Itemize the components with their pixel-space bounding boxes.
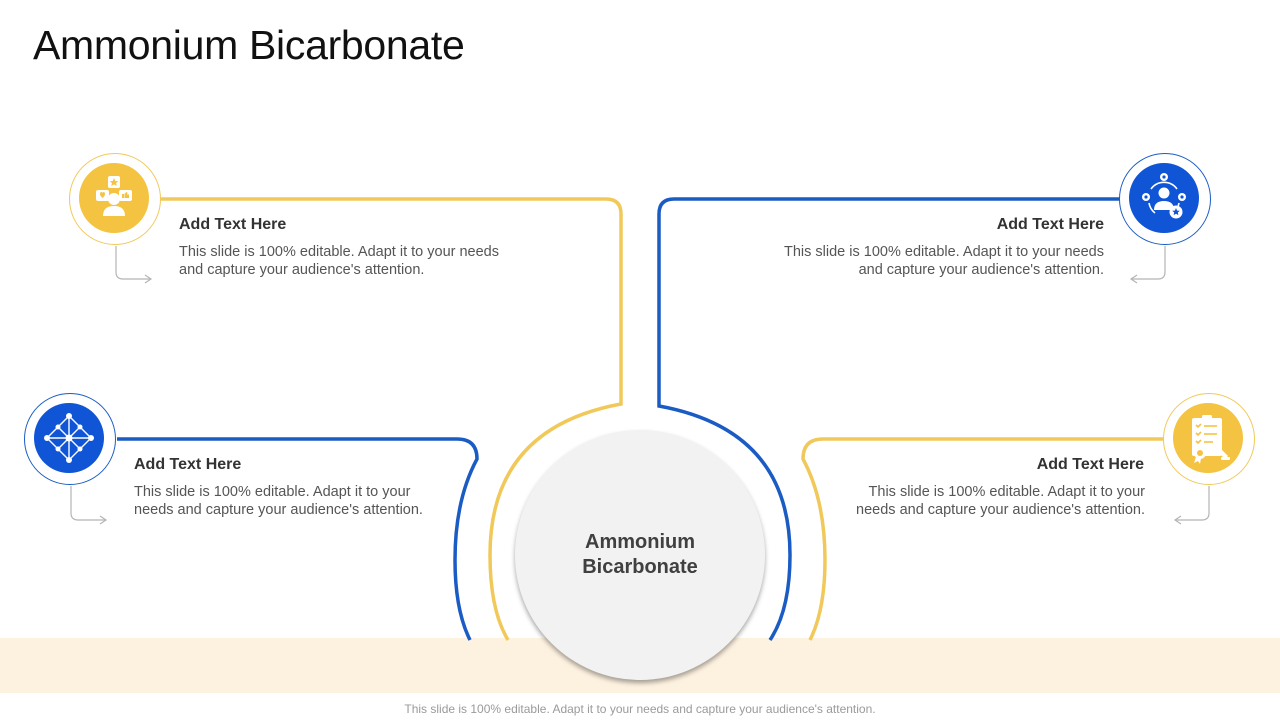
item-1-body: This slide is 100% editable. Adapt it to… — [179, 244, 499, 278]
slide-title: Ammonium Bicarbonate — [33, 22, 465, 68]
item-2-body: This slide is 100% editable. Adapt it to… — [784, 244, 1104, 278]
arrow-bottom-left — [70, 486, 105, 521]
center-label: Ammonium Bicarbonate — [582, 531, 698, 578]
item-3-icon-ring — [24, 393, 116, 485]
item-2-heading: Add Text Here — [996, 216, 1104, 233]
user-settings-icon — [1142, 173, 1186, 219]
network-nodes-icon — [44, 413, 94, 463]
connector-bottom-left — [117, 437, 479, 641]
item-1-icon-ring — [69, 153, 161, 245]
arrow-top-right — [1132, 246, 1166, 280]
item-1-heading: Add Text Here — [179, 216, 287, 233]
item-2-icon-ring — [1119, 153, 1211, 245]
item-3-heading: Add Text Here — [134, 456, 242, 473]
connector-top-left — [160, 197, 623, 641]
feedback-rating-icon — [96, 176, 132, 216]
arrow-top-left — [115, 246, 150, 280]
item-4-icon-ring — [1163, 393, 1255, 485]
item-4-heading: Add Text Here — [1036, 456, 1144, 473]
center-circle: Ammonium Bicarbonate — [515, 430, 765, 680]
connector-bottom-right — [801, 437, 1164, 641]
certificate-checklist-icon — [1192, 415, 1230, 464]
item-3-body: This slide is 100% editable. Adapt it to… — [134, 484, 423, 518]
footer-note: This slide is 100% editable. Adapt it to… — [404, 702, 876, 716]
item-4-body: This slide is 100% editable. Adapt it to… — [856, 484, 1145, 518]
arrow-bottom-right — [1176, 486, 1210, 521]
connector-top-right — [657, 197, 1120, 641]
